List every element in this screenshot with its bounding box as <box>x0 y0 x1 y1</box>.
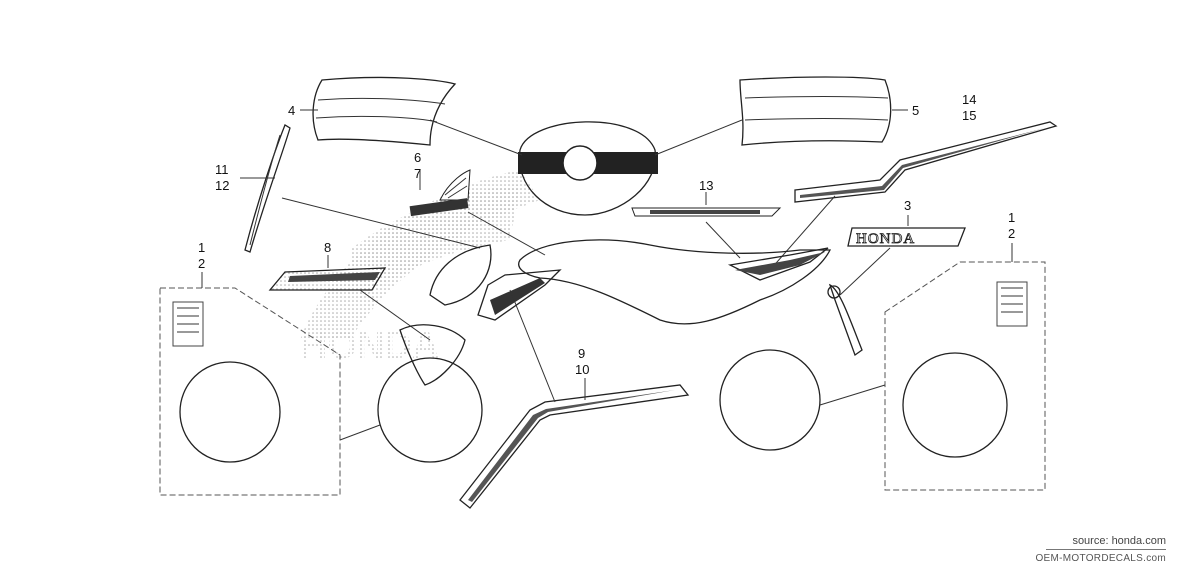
part-5-right-tank-stripe: 5 <box>739 76 919 146</box>
callout-6: 6 <box>414 150 421 165</box>
source-credit: source: honda.com <box>1072 535 1166 547</box>
motorcycle-outline <box>377 239 863 463</box>
part-14-15-long-stripe: 14 15 <box>769 92 1058 271</box>
callout-15: 15 <box>962 108 976 123</box>
part-1-2-left-rim-set: 1 2 <box>159 240 381 496</box>
honda-emblem-text: HONDA <box>856 231 915 247</box>
fuel-tank-top <box>429 119 743 216</box>
callout-2-right: 2 <box>1008 226 1015 241</box>
callout-7: 7 <box>414 166 421 181</box>
callout-1-right: 1 <box>1008 210 1015 225</box>
part-8-cowl-decal: 8 <box>268 240 431 341</box>
part-13-tail-stripe: 13 <box>631 178 782 259</box>
part-11-12-side-panel: 11 12 <box>215 124 481 253</box>
callout-12: 12 <box>215 178 229 193</box>
callout-11: 11 <box>215 162 229 177</box>
part-3-honda-emblem: HONDA 3 <box>839 198 966 296</box>
callout-4: 4 <box>288 103 295 118</box>
callout-13: 13 <box>699 178 713 193</box>
callout-14: 14 <box>962 92 976 107</box>
callout-8: 8 <box>324 240 331 255</box>
honda-wing-watermark: HONDA <box>300 170 540 367</box>
callout-1-left: 1 <box>198 240 205 255</box>
part-1-2-right-rim-set: 1 2 <box>819 210 1046 491</box>
callout-2-left: 2 <box>198 256 205 271</box>
watermark-link[interactable]: OEM-MOTORDECALS.com <box>1035 553 1166 564</box>
callout-3: 3 <box>904 198 911 213</box>
part-9-10-lower-stripe: 9 10 <box>459 289 690 509</box>
part-4-left-tank-stripe: 4 <box>288 76 457 146</box>
part-6-7-wing-emblem: 6 7 <box>409 150 546 256</box>
footer-divider <box>1046 549 1166 550</box>
callout-9: 9 <box>578 346 585 361</box>
callout-5: 5 <box>912 103 919 118</box>
callout-10: 10 <box>575 362 589 377</box>
